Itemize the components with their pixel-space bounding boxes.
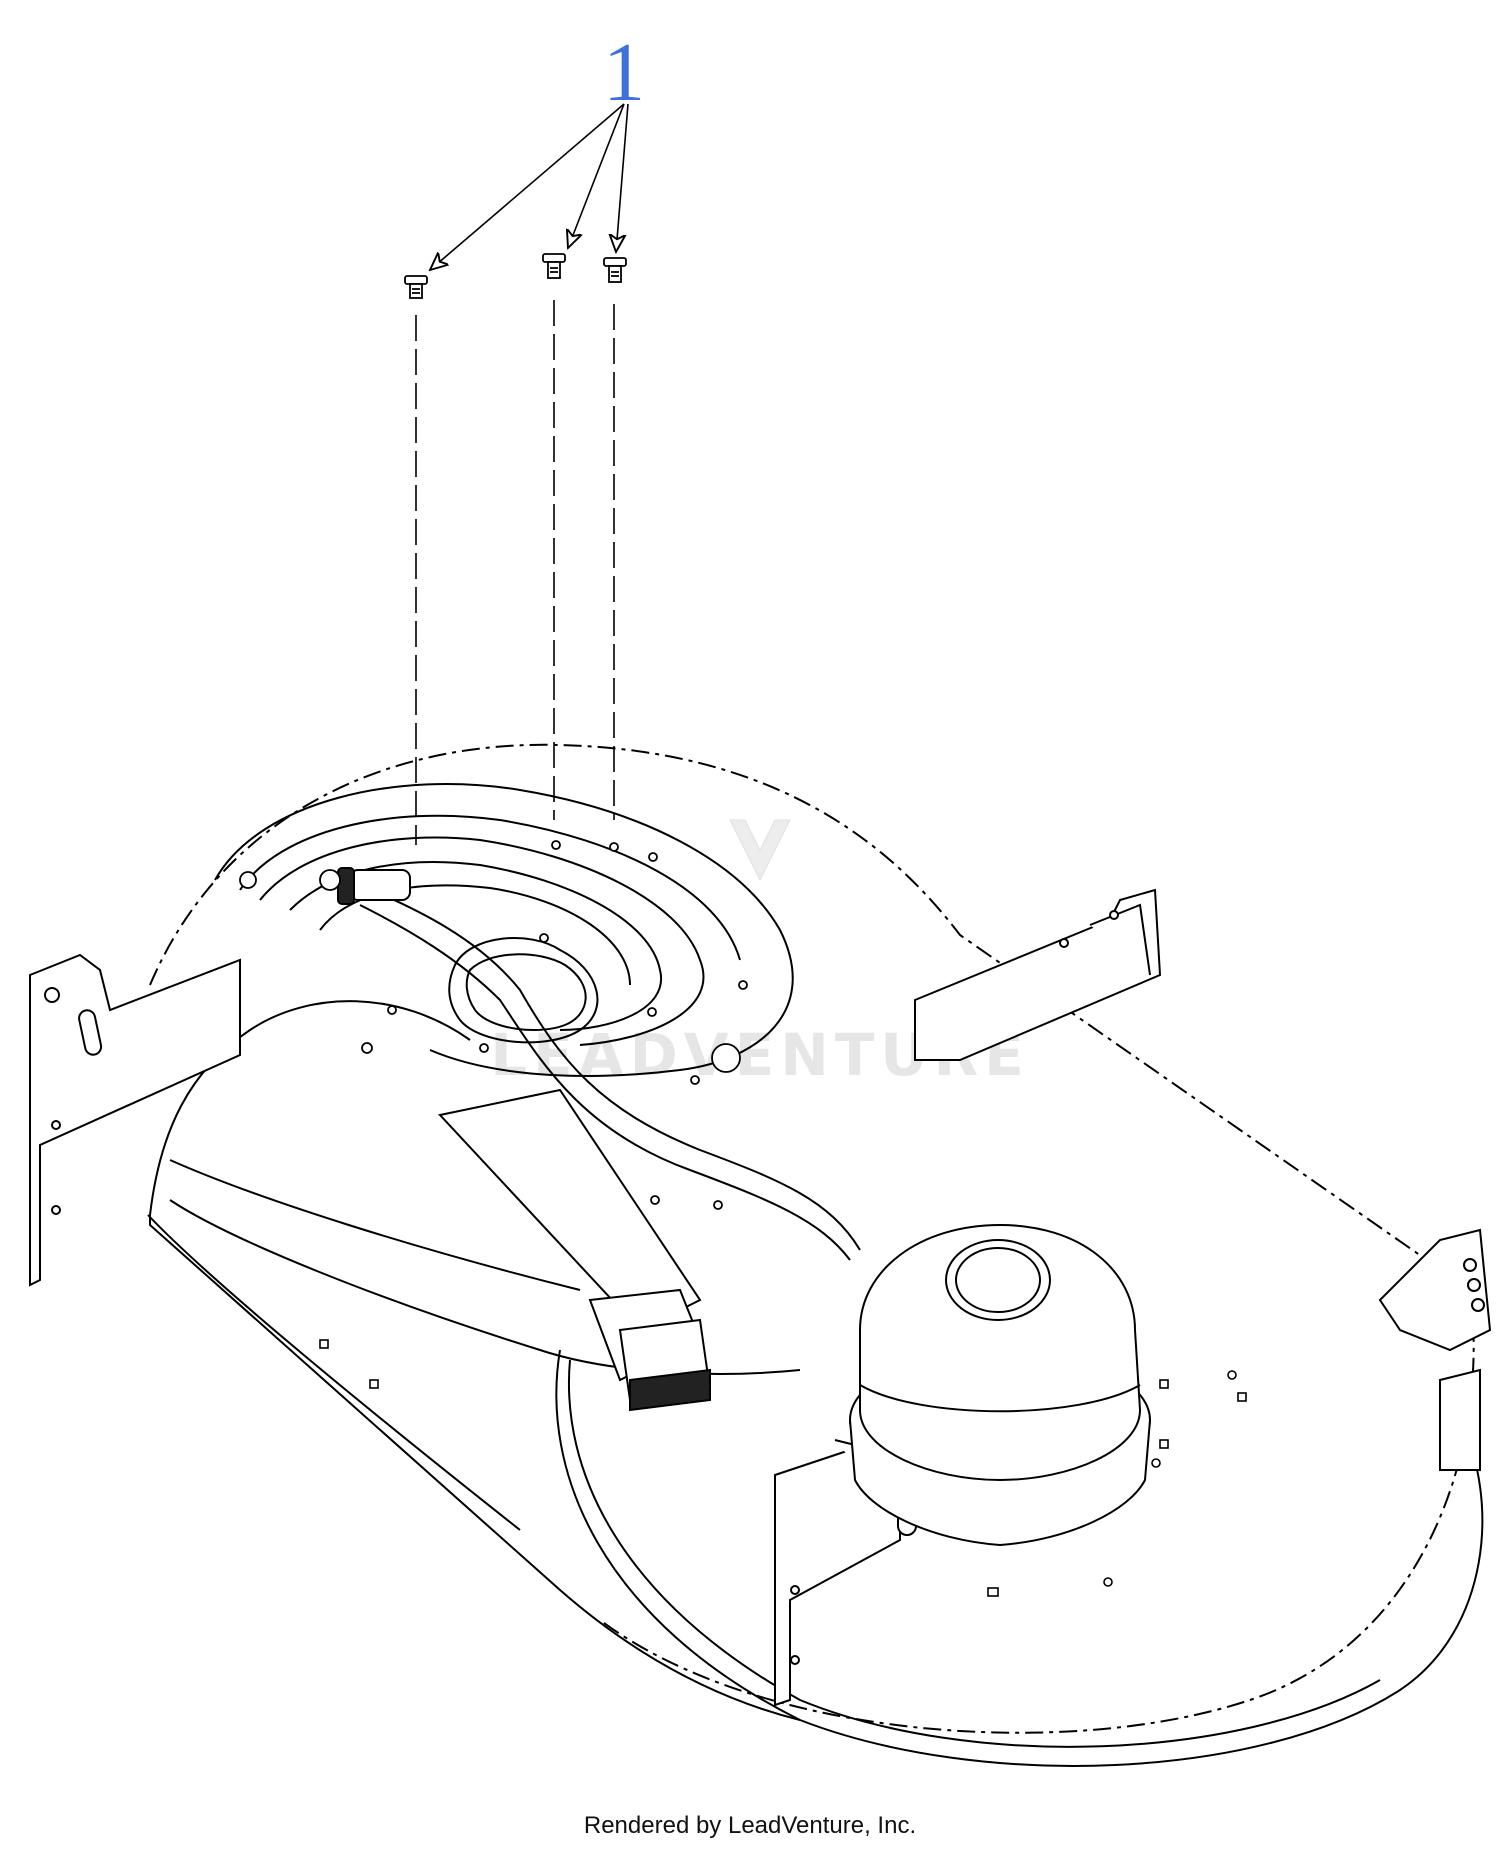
cable-clip [319,869,373,1054]
left-bracket [29,953,241,1287]
right-bracket [914,888,1162,1061]
bolt-holes [239,840,748,1210]
deck-shell [147,743,1484,1767]
center-baffle [438,1088,712,1412]
deck-slots [319,1339,1247,1597]
callout-leaders [430,103,629,270]
assembly-lines [415,300,615,845]
footer-credit: Rendered by LeadVenture, Inc. [583,1812,917,1839]
wire-harness [337,867,861,1261]
screw-icon [404,253,627,299]
pulley-assembly [849,1223,1151,1547]
callout-number: 1 [603,26,645,119]
rear-right-bracket [1378,1228,1492,1471]
